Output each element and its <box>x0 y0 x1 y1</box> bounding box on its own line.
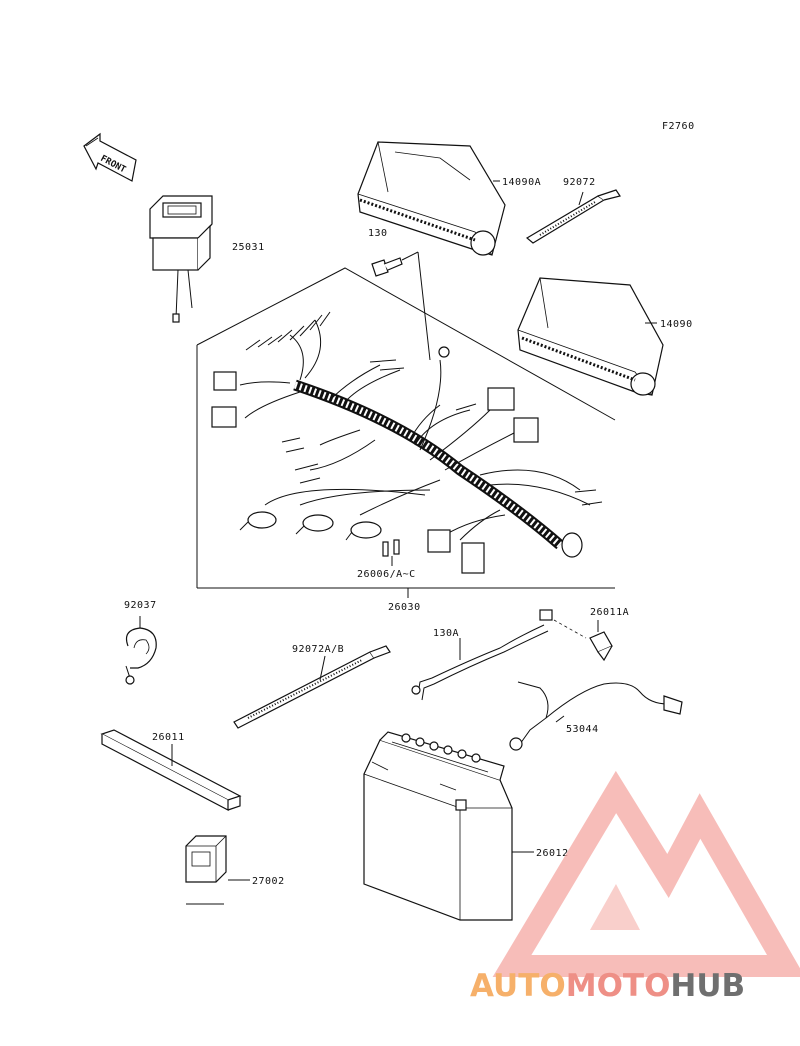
label-92072ab: 92072A/B <box>292 644 344 655</box>
strap-92072 <box>525 189 621 244</box>
tube-53044 <box>100 729 242 811</box>
label-92072: 92072 <box>563 177 596 188</box>
bolt-130 <box>371 257 403 277</box>
label-26011: 130A <box>433 628 459 639</box>
logo-moto: MOTO <box>566 968 671 1004</box>
svg-text:AUTOMOTOHUB: AUTOMOTOHUB <box>470 968 745 1004</box>
label-26030: 26030 <box>388 602 421 613</box>
bolt-130a <box>553 619 613 662</box>
cable-26011 <box>411 609 553 701</box>
label-27002: 27002 <box>252 876 285 887</box>
label-92037: 92037 <box>124 600 157 611</box>
automotohub-logo: AUTOMOTOHUB <box>470 770 800 1004</box>
label-26012: 26012 <box>536 848 569 859</box>
strap-92072ab <box>233 645 391 729</box>
cover-14090 <box>517 277 664 396</box>
label-130a: 26011A <box>590 607 629 618</box>
logo-hub: HUB <box>670 968 745 1004</box>
wiring-harness-26030 <box>211 311 603 574</box>
label-26006: 26006/A~C <box>357 569 416 580</box>
fuse-26006 <box>382 539 400 557</box>
label-14090: 14090 <box>660 319 693 330</box>
battery-26012 <box>363 731 513 921</box>
label-26011a: 53044 <box>566 724 599 735</box>
front-arrow-icon: FRONT <box>83 132 137 182</box>
label-25031: 25031 <box>232 242 265 253</box>
label-53044: 26011 <box>152 732 185 743</box>
label-130: 130 <box>368 228 388 239</box>
cable-26011a <box>509 681 683 751</box>
clamp-92037 <box>125 627 157 685</box>
figure-code: F2760 <box>662 121 695 132</box>
relay-27002 <box>185 835 227 905</box>
label-14090a: 14090A <box>502 177 541 188</box>
hour-meter-25031 <box>149 195 213 323</box>
logo-auto: AUTO <box>470 968 566 1004</box>
cover-14090a <box>357 141 506 256</box>
